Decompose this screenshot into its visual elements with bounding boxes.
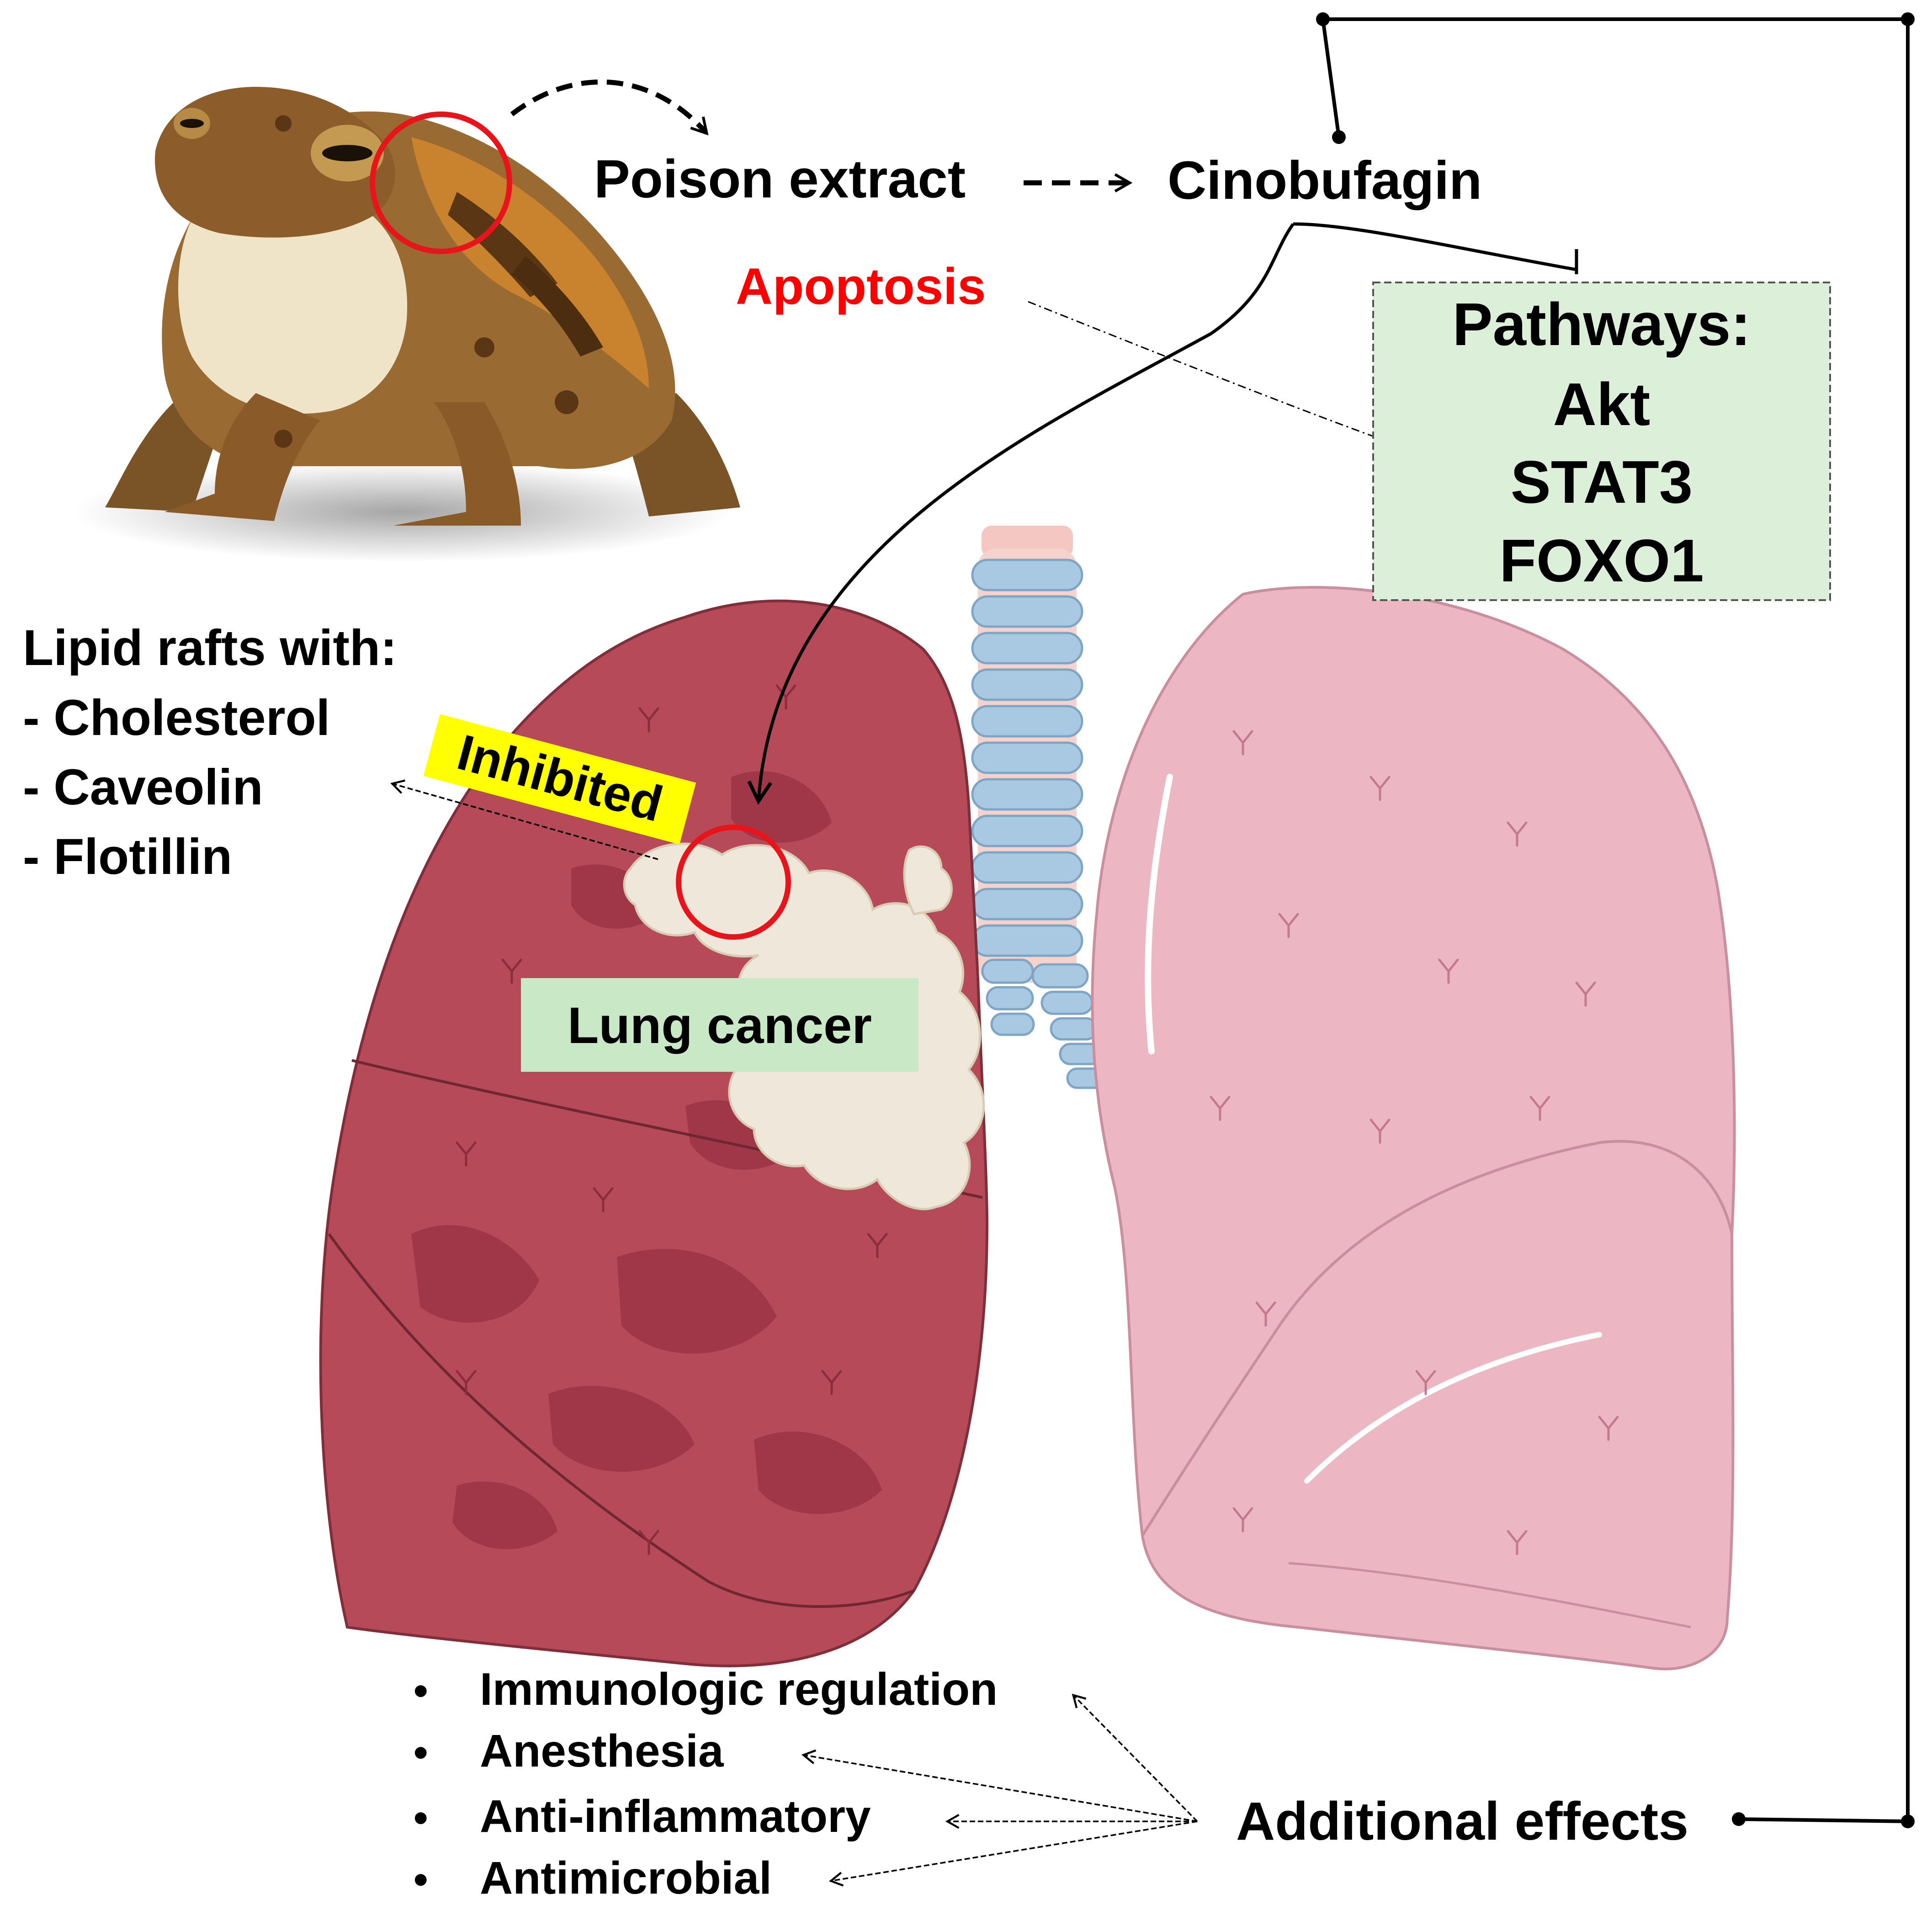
lipid-rafts-item: - Caveolin	[23, 759, 263, 815]
effect-item: Antimicrobial	[480, 1852, 772, 1904]
effect-item: Immunologic regulation	[480, 1664, 998, 1715]
bullet: •	[414, 1668, 428, 1714]
cinobufagin-to-tumor-arrow	[747, 223, 1295, 805]
bullet: •	[414, 1857, 428, 1903]
pathway-stat3: STAT3	[1511, 448, 1693, 516]
toad-image	[73, 87, 740, 562]
lipid-rafts-item: - Cholesterol	[23, 690, 330, 746]
lung-cancer-box	[521, 978, 918, 1072]
tumor-highlight	[676, 825, 791, 940]
poison-extract-label: Poison extract	[594, 149, 966, 209]
apoptosis-connector	[1028, 301, 1380, 440]
pathway-akt: Akt	[1553, 371, 1651, 438]
effect-item: Anesthesia	[480, 1725, 724, 1777]
left-lung	[319, 599, 989, 1667]
right-lung	[1091, 586, 1736, 1671]
additional-effects-label: Additional effects	[1236, 1791, 1688, 1852]
inhibited-badge	[423, 714, 696, 845]
trachea	[971, 526, 1105, 1089]
poison-gland-highlight	[370, 112, 512, 254]
apoptosis-label: Apoptosis	[736, 258, 986, 315]
inhibited-arrow	[390, 779, 658, 860]
lungs-illustration	[319, 526, 1736, 1671]
effects-arrows	[801, 1693, 1198, 1887]
effects-list: • Immunologic regulation • Anesthesia • …	[414, 1664, 998, 1904]
bullet: •	[414, 1730, 428, 1776]
bullet: •	[414, 1795, 428, 1841]
cinobufagin-to-pathways-connector	[1293, 222, 1577, 271]
lipid-rafts-title: Lipid rafts with:	[23, 620, 397, 676]
toad-to-extract-arrow	[510, 80, 709, 136]
pathways-box	[1372, 282, 1831, 601]
lung-cancer-label: Lung cancer	[568, 997, 872, 1054]
additional-effects-bracket	[1316, 12, 1915, 1828]
pathway-foxo1: FOXO1	[1499, 527, 1704, 594]
pathways-title: Pathways:	[1453, 291, 1751, 358]
cinobufagin-label: Cinobufagin	[1168, 150, 1482, 211]
lipid-rafts-item: - Flotillin	[23, 829, 232, 885]
effect-item: Anti-inflammatory	[480, 1791, 871, 1842]
